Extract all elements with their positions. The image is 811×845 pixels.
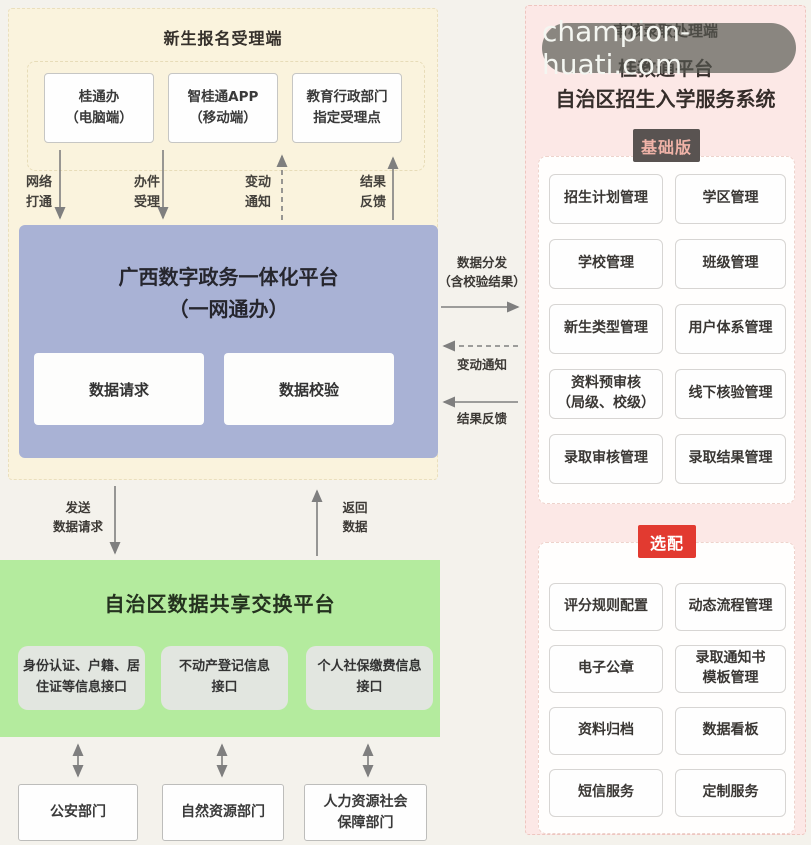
module-data-request: 数据请求	[34, 353, 204, 425]
link-label-result-feedback: 结果反馈	[456, 411, 507, 426]
module-data-verify: 数据校验	[224, 353, 394, 425]
module-sms-service: 短信服务	[549, 769, 663, 817]
module-class-mgmt: 班级管理	[675, 239, 786, 289]
module-data-dashboard: 数据看板	[675, 707, 786, 755]
admission-system-name: 自治区招生入学服务系统	[555, 87, 776, 111]
module-enrollment-plan: 招生计划管理	[549, 174, 663, 224]
module-school-district: 学区管理	[675, 174, 786, 224]
module-student-type: 新生类型管理	[549, 304, 663, 354]
gov-platform-title: 广西数字政务一体化平台 （一网通办）	[118, 265, 339, 321]
reception-panel: 新生报名受理端 桂通办 （电脑端） 智桂通APP （移动端） 教育行政部门 指定…	[8, 8, 438, 480]
module-user-system: 用户体系管理	[675, 304, 786, 354]
link-label-change-notice: 变动通知	[456, 357, 507, 372]
module-archive: 资料归档	[549, 707, 663, 755]
dept-human-resources: 人力资源社会 保障部门	[304, 784, 427, 841]
link-label-send-request: 发送 数据请求	[52, 500, 103, 534]
interface-social-security: 个人社保缴费信息 接口	[306, 646, 433, 710]
gov-platform-box: 广西数字政务一体化平台 （一网通办） 数据请求 数据校验	[19, 225, 438, 458]
module-dynamic-flow: 动态流程管理	[675, 583, 786, 631]
module-scoring-rules: 评分规则配置	[549, 583, 663, 631]
channel-group-outline	[27, 61, 425, 171]
watermark-text: champion-huati.com	[542, 15, 691, 81]
module-school-mgmt: 学校管理	[549, 239, 663, 289]
admission-panel: 审核录取处理端 桂教通平台 自治区招生入学服务系统 基础版 招生计划管理 学区管…	[525, 5, 806, 835]
interface-identity-household: 身份认证、户籍、居 住证等信息接口	[18, 646, 145, 710]
channel-guitongban: 桂通办 （电脑端）	[44, 73, 154, 143]
module-admission-result: 录取结果管理	[675, 434, 786, 484]
optional-badge: 选配	[638, 525, 696, 558]
exchange-platform-box: 自治区数据共享交换平台 身份认证、户籍、居 住证等信息接口 不动产登记信息 接口…	[0, 560, 440, 737]
dept-natural-resources: 自然资源部门	[162, 784, 284, 841]
flow-label-result-feedback: 结果 反馈	[359, 175, 386, 211]
module-e-seal: 电子公章	[549, 645, 663, 693]
module-admission-review: 录取审核管理	[549, 434, 663, 484]
basic-module-group: 招生计划管理 学区管理 学校管理 班级管理 新生类型管理 用户体系管理 资料预审…	[538, 156, 795, 504]
module-pre-review: 资料预审核 （局级、校级）	[549, 369, 663, 419]
reception-panel-title: 新生报名受理端	[163, 29, 283, 48]
module-notice-template: 录取通知书 模板管理	[675, 645, 786, 693]
exchange-platform-title: 自治区数据共享交换平台	[104, 592, 336, 616]
module-custom-service: 定制服务	[675, 769, 786, 817]
channel-edu-admin-point: 教育行政部门 指定受理点	[292, 73, 402, 143]
flow-label-change-notice: 变动 通知	[244, 175, 271, 211]
channel-zhiguitong-app: 智桂通APP （移动端）	[168, 73, 278, 143]
watermark-pill: champion-huati.com	[542, 15, 796, 81]
flow-label-network-open: 网络 打通	[25, 175, 52, 211]
module-offline-verify: 线下核验管理	[675, 369, 786, 419]
link-label-return-data: 返回 数据	[342, 500, 368, 534]
interface-real-estate: 不动产登记信息 接口	[161, 646, 288, 710]
basic-version-badge: 基础版	[633, 129, 700, 162]
link-label-data-distribute: 数据分发 （含校验结果）	[438, 255, 526, 289]
flow-label-case-accept: 办件 受理	[133, 175, 160, 211]
optional-module-group: 评分规则配置 动态流程管理 电子公章 录取通知书 模板管理 资料归档 数据看板 …	[538, 542, 795, 834]
dept-public-security: 公安部门	[18, 784, 138, 841]
